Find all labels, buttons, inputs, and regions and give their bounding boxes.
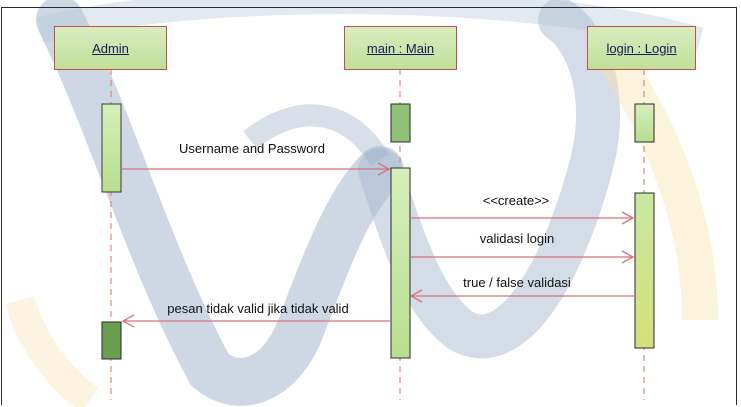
lifeline-main: main : Main <box>344 26 457 70</box>
activation-admin-1 <box>101 103 122 193</box>
message-label-2: <<create>> <box>483 193 550 208</box>
message-arrows <box>121 162 635 328</box>
lifeline-main-label: main : Main <box>366 40 435 56</box>
message-label-1: Username and Password <box>179 141 325 156</box>
message-label-4: true / false validasi <box>463 275 571 290</box>
activation-admin-2 <box>101 321 122 360</box>
lifeline-login: login : Login <box>587 26 696 70</box>
message-label-3: validasi login <box>480 231 554 246</box>
diagram-frame <box>1 7 737 405</box>
activation-login-2 <box>634 192 655 349</box>
lifeline-admin: Admin <box>54 26 167 70</box>
activation-main-1 <box>390 103 411 143</box>
lifeline-login-label: login : Login <box>606 40 677 56</box>
lifeline-admin-label: Admin <box>92 40 129 56</box>
message-label-5: pesan tidak valid jika tidak valid <box>167 301 348 316</box>
activation-main-2 <box>390 167 411 359</box>
watermark-logo <box>5 0 718 407</box>
activation-login-1 <box>634 103 655 143</box>
